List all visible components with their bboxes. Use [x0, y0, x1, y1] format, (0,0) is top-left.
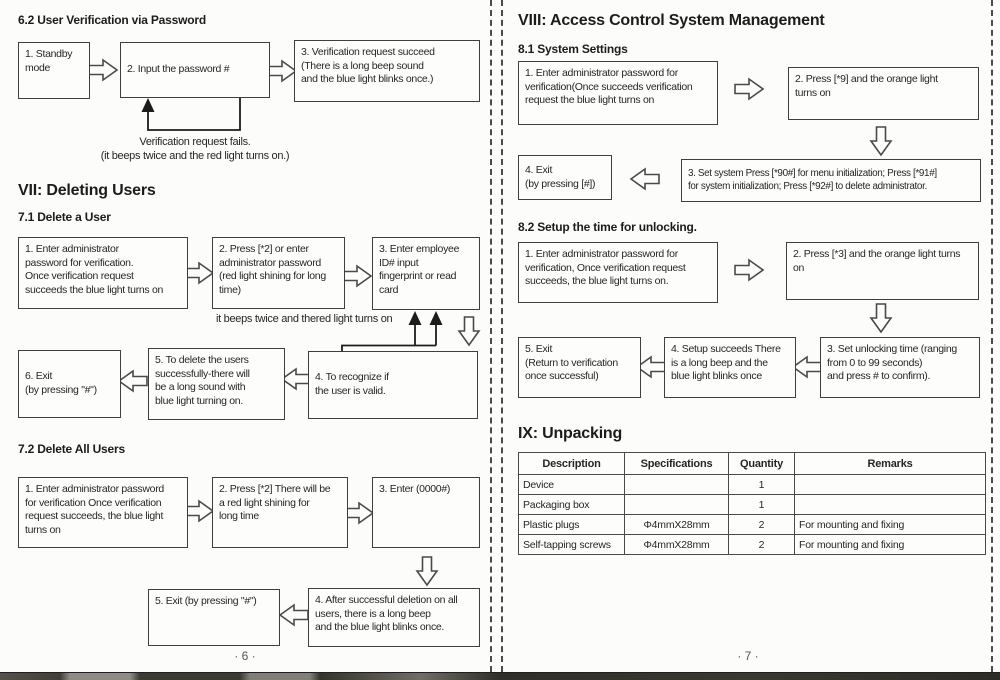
flow-box-82-2: 2. Press [*3] and the orange light turns…	[786, 242, 979, 300]
arrow-right-icon	[734, 78, 764, 100]
section-heading-8: VIII: Access Control System Management	[518, 12, 825, 29]
table-row: Plastic plugs Φ4mmX28mm 2 For mounting a…	[518, 514, 986, 535]
arrow-down-icon	[416, 556, 438, 586]
arrow-right-icon	[184, 262, 214, 284]
flow-box-71-4: 4. To recognize if the user is valid.	[308, 351, 478, 419]
cell-quantity: 2	[728, 514, 795, 535]
section-heading-82: 8.2 Setup the time for unlocking.	[518, 220, 697, 234]
arrow-right-icon	[342, 265, 372, 287]
table-row: Packaging box 1	[518, 494, 986, 515]
arrow-up-icon	[141, 98, 155, 112]
section-heading-7: VII: Deleting Users	[18, 182, 156, 199]
col-header-description: Description	[518, 452, 625, 475]
page-divider-left-dash	[490, 0, 492, 672]
scan-edge-strip	[0, 672, 1000, 680]
flow-box-81-1: 1. Enter administrator password for veri…	[518, 61, 718, 125]
flow-box-82-4: 4. Setup succeeds There is a long beep a…	[664, 337, 796, 398]
section-heading-72: 7.2 Delete All Users	[18, 442, 125, 456]
arrow-right-icon	[184, 500, 214, 522]
cell-remarks: For mounting and fixing	[794, 534, 986, 555]
arrow-left-icon	[636, 356, 666, 378]
cell-specifications	[624, 474, 729, 495]
flow-box-62-2: 2. Input the password #	[120, 42, 270, 98]
arrow-up-icon	[408, 311, 422, 325]
arrow-left-icon	[630, 168, 660, 190]
cell-specifications: Φ4mmX28mm	[624, 514, 729, 535]
flow-box-71-5: 5. To delete the users successfully-ther…	[148, 348, 285, 420]
flow-box-72-4: 4. After successful deletion on all user…	[308, 588, 480, 647]
cell-quantity: 1	[728, 494, 795, 515]
section-heading-9: IX: Unpacking	[518, 425, 623, 442]
arrow-right-icon	[267, 60, 297, 82]
page-divider-right-dash	[501, 0, 503, 672]
feedback-loop-line	[147, 97, 241, 131]
section-heading-81: 8.1 System Settings	[518, 42, 628, 56]
flow-box-72-1: 1. Enter administrator password for veri…	[18, 477, 188, 548]
fail-note-line1: Verification request fails.	[139, 136, 251, 148]
arrow-left-icon	[792, 356, 822, 378]
col-header-quantity: Quantity	[728, 452, 795, 475]
cell-description: Device	[518, 474, 625, 495]
flow-box-82-5: 5. Exit (Return to verification once suc…	[518, 337, 641, 398]
cell-remarks: For mounting and fixing	[794, 514, 986, 535]
cell-remarks	[794, 474, 986, 495]
cell-description: Plastic plugs	[518, 514, 625, 535]
beep-note: it beeps twice and thered light turns on	[216, 313, 393, 325]
arrow-left-icon	[118, 370, 148, 392]
flow-box-81-3: 3. Set system Press [*90#] for menu init…	[681, 159, 981, 202]
cell-description: Self-tapping screws	[518, 534, 625, 555]
flow-box-72-2: 2. Press [*2] There will be a red light …	[212, 477, 348, 548]
table-row: Device 1	[518, 474, 986, 495]
flow-box-81-2: 2. Press [*9] and the orange light turns…	[788, 67, 979, 120]
arrow-down-icon	[870, 126, 892, 156]
section-heading-71: 7.1 Delete a User	[18, 210, 111, 224]
arrow-down-icon	[870, 303, 892, 333]
page-number-right: · 7 ·	[737, 649, 759, 663]
flow-box-71-3: 3. Enter employee ID# input fingerprint …	[372, 237, 480, 310]
arrow-right-icon	[88, 59, 118, 81]
page-edge-dash	[991, 0, 993, 672]
fail-note-line2: (it beeps twice and the red light turns …	[100, 150, 290, 162]
table-row: Self-tapping screws Φ4mmX28mm 2 For moun…	[518, 534, 986, 555]
arrow-right-icon	[734, 259, 764, 281]
table-header-row: Description Specifications Quantity Rema…	[518, 452, 986, 475]
cell-quantity: 2	[728, 534, 795, 555]
flow-box-82-3: 3. Set unlocking time (ranging from 0 to…	[820, 337, 980, 398]
cell-specifications	[624, 494, 729, 515]
flow-box-71-1: 1. Enter administrator password for veri…	[18, 237, 188, 309]
col-header-remarks: Remarks	[794, 452, 986, 475]
flow-box-72-3: 3. Enter (0000#)	[372, 477, 480, 548]
arrow-left-icon	[279, 604, 309, 626]
section-heading-62: 6.2 User Verification via Password	[18, 13, 206, 27]
cell-quantity: 1	[728, 474, 795, 495]
unpacking-table: Description Specifications Quantity Rema…	[518, 452, 986, 555]
flow-box-72-5: 5. Exit (by pressing "#")	[148, 589, 280, 646]
flow-box-71-6: 6. Exit (by pressing "#")	[18, 350, 121, 418]
page-number-left: · 6 ·	[234, 649, 256, 663]
flow-box-71-2: 2. Press [*2] or enter administrator pas…	[212, 237, 345, 309]
cell-remarks	[794, 494, 986, 515]
cell-description: Packaging box	[518, 494, 625, 515]
flow-box-62-3: 3. Verification request succeed (There i…	[294, 40, 480, 102]
arrow-down-icon	[458, 316, 480, 346]
arrow-up-icon	[429, 311, 443, 325]
flow-box-62-1: 1. Standby mode	[18, 42, 90, 99]
col-header-specifications: Specifications	[624, 452, 729, 475]
flow-box-82-1: 1. Enter administrator password for veri…	[518, 242, 718, 303]
flow-box-81-4: 4. Exit (by pressing [#])	[518, 155, 612, 200]
arrow-right-icon	[344, 502, 374, 524]
cell-specifications: Φ4mmX28mm	[624, 534, 729, 555]
arrow-left-icon	[281, 368, 311, 390]
